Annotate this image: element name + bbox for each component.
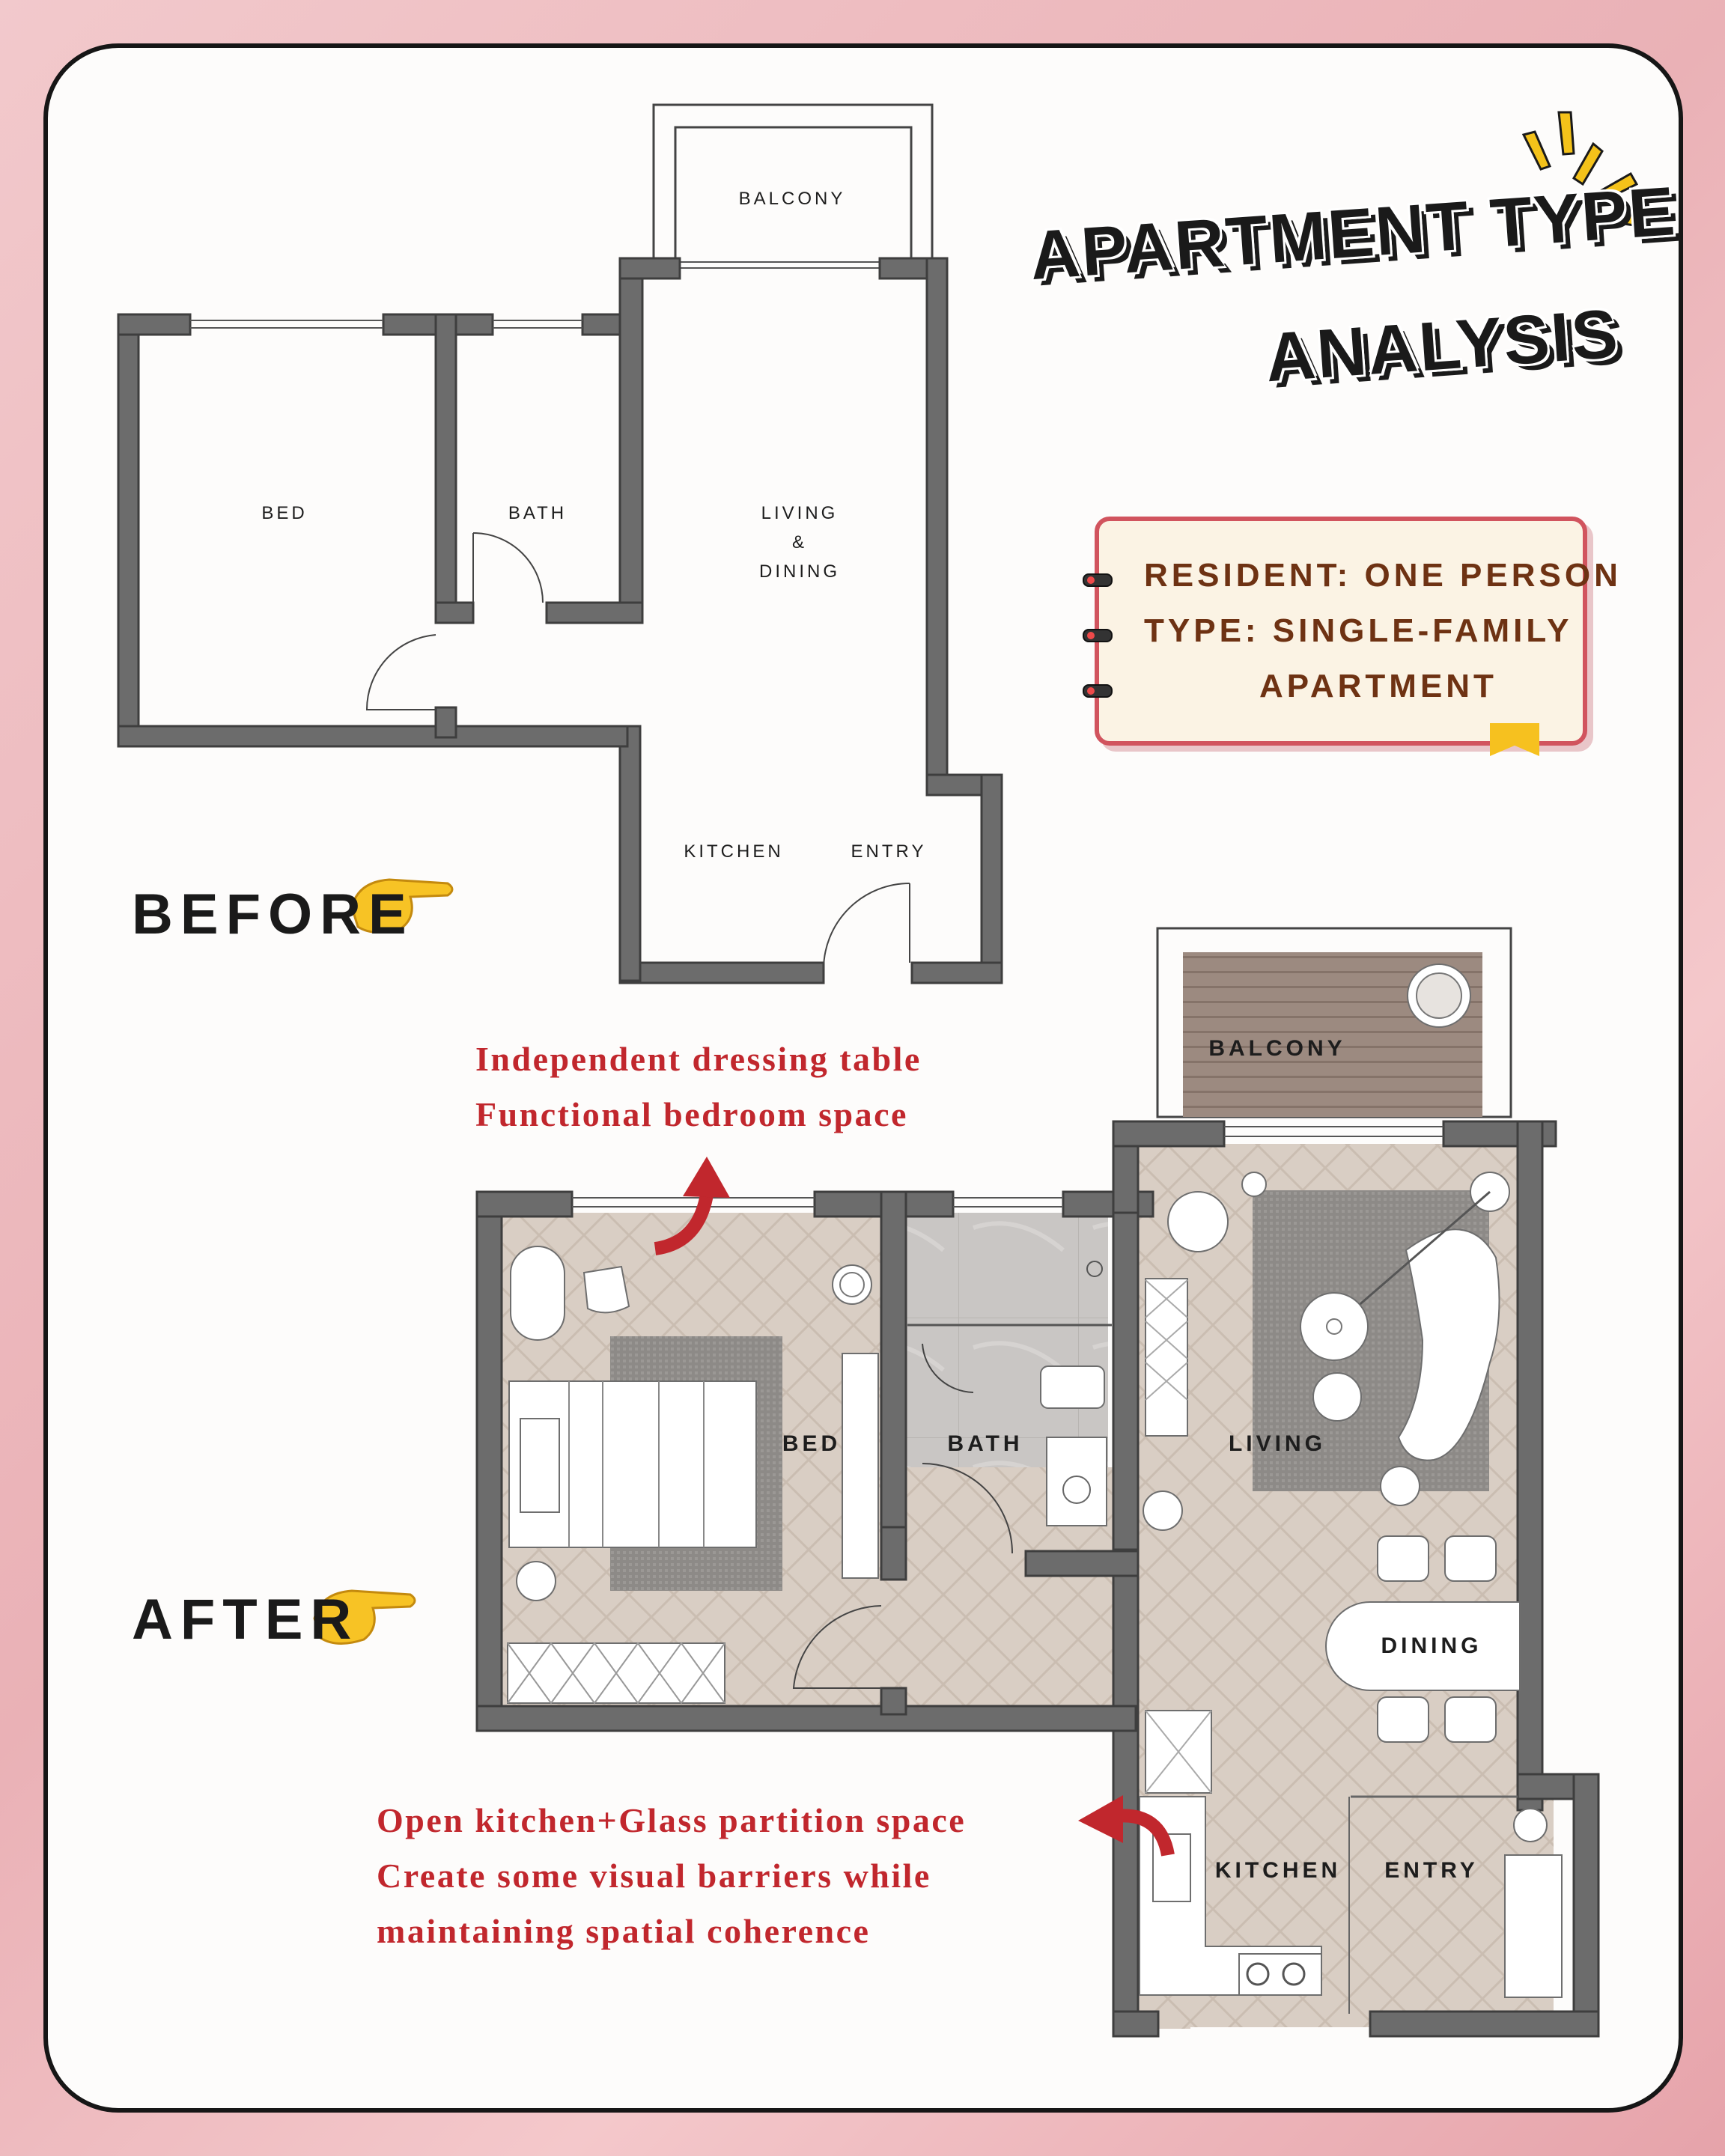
curved-arrow-icon	[1115, 1809, 1175, 1857]
before-label-entry: ENTRY	[851, 841, 927, 862]
after-label-bed: BED	[782, 1431, 841, 1456]
note-bottom-line-3: maintaining spatial coherence	[377, 1912, 871, 1950]
info-resident: RESIDENT: ONE PERSON	[1144, 557, 1622, 594]
info-card: RESIDENT: ONE PERSON TYPE: SINGLE-FAMILY…	[1083, 517, 1618, 756]
after-label-balcony: BALCONY	[1208, 1036, 1345, 1061]
before-label-bed: BED	[261, 503, 307, 523]
after-label-bath: BATH	[947, 1431, 1023, 1456]
toilet	[1040, 1365, 1105, 1409]
note-top-line-2: Functional bedroom space	[475, 1095, 908, 1133]
after-label-entry: ENTRY	[1384, 1858, 1479, 1883]
ring-icon	[1083, 684, 1113, 698]
info-type: TYPE: SINGLE-FAMILY	[1144, 612, 1573, 649]
dining-table	[1325, 1601, 1521, 1691]
note-top: Independent dressing table Functional be…	[475, 1032, 922, 1142]
dressing-chair	[582, 1265, 630, 1314]
before-plan: BALCONY BED BATH LIVING &	[117, 103, 1003, 984]
after-label-kitchen: KITCHEN	[1215, 1858, 1341, 1883]
before-label-dining: DINING	[759, 561, 840, 582]
note-top-line-1: Independent dressing table	[475, 1040, 922, 1078]
before-label-and: &	[792, 532, 807, 552]
after-plan: BALCONY	[475, 927, 1600, 2038]
before-label-living: LIVING	[761, 503, 839, 523]
armchair	[1167, 1191, 1229, 1252]
after-label-dining: DINING	[1381, 1633, 1482, 1658]
before-label-kitchen: KITCHEN	[684, 841, 783, 862]
note-bottom-line-1: Open kitchen+Glass partition space	[377, 1801, 967, 1839]
before-label-bath: BATH	[508, 503, 567, 523]
pointing-hand-icon	[313, 1589, 416, 1645]
note-bottom: Open kitchen+Glass partition space Creat…	[377, 1793, 966, 1959]
dressing-table	[842, 1353, 879, 1579]
before-balcony-rail	[652, 103, 934, 260]
coffee-table	[1300, 1292, 1369, 1361]
ring-icon	[1083, 573, 1113, 587]
tv-cabinet	[1145, 1278, 1188, 1437]
pointing-hand-icon	[350, 878, 454, 934]
before-label: BEFORE	[132, 883, 414, 946]
sofa	[1397, 1228, 1500, 1461]
ring-icon	[1083, 629, 1113, 642]
shoe-cabinet	[1504, 1854, 1563, 1998]
note-bottom-line-2: Create some visual barriers while	[377, 1857, 931, 1895]
curved-arrow-icon	[654, 1189, 714, 1255]
before-label-balcony: BALCONY	[739, 189, 846, 209]
after-label-living: LIVING	[1229, 1431, 1326, 1456]
burst-lines-icon	[1521, 111, 1641, 228]
after-label: AFTER	[132, 1588, 359, 1651]
sink	[1046, 1437, 1107, 1526]
info-type-cont: APARTMENT	[1259, 668, 1497, 704]
bathtub	[510, 1246, 565, 1341]
